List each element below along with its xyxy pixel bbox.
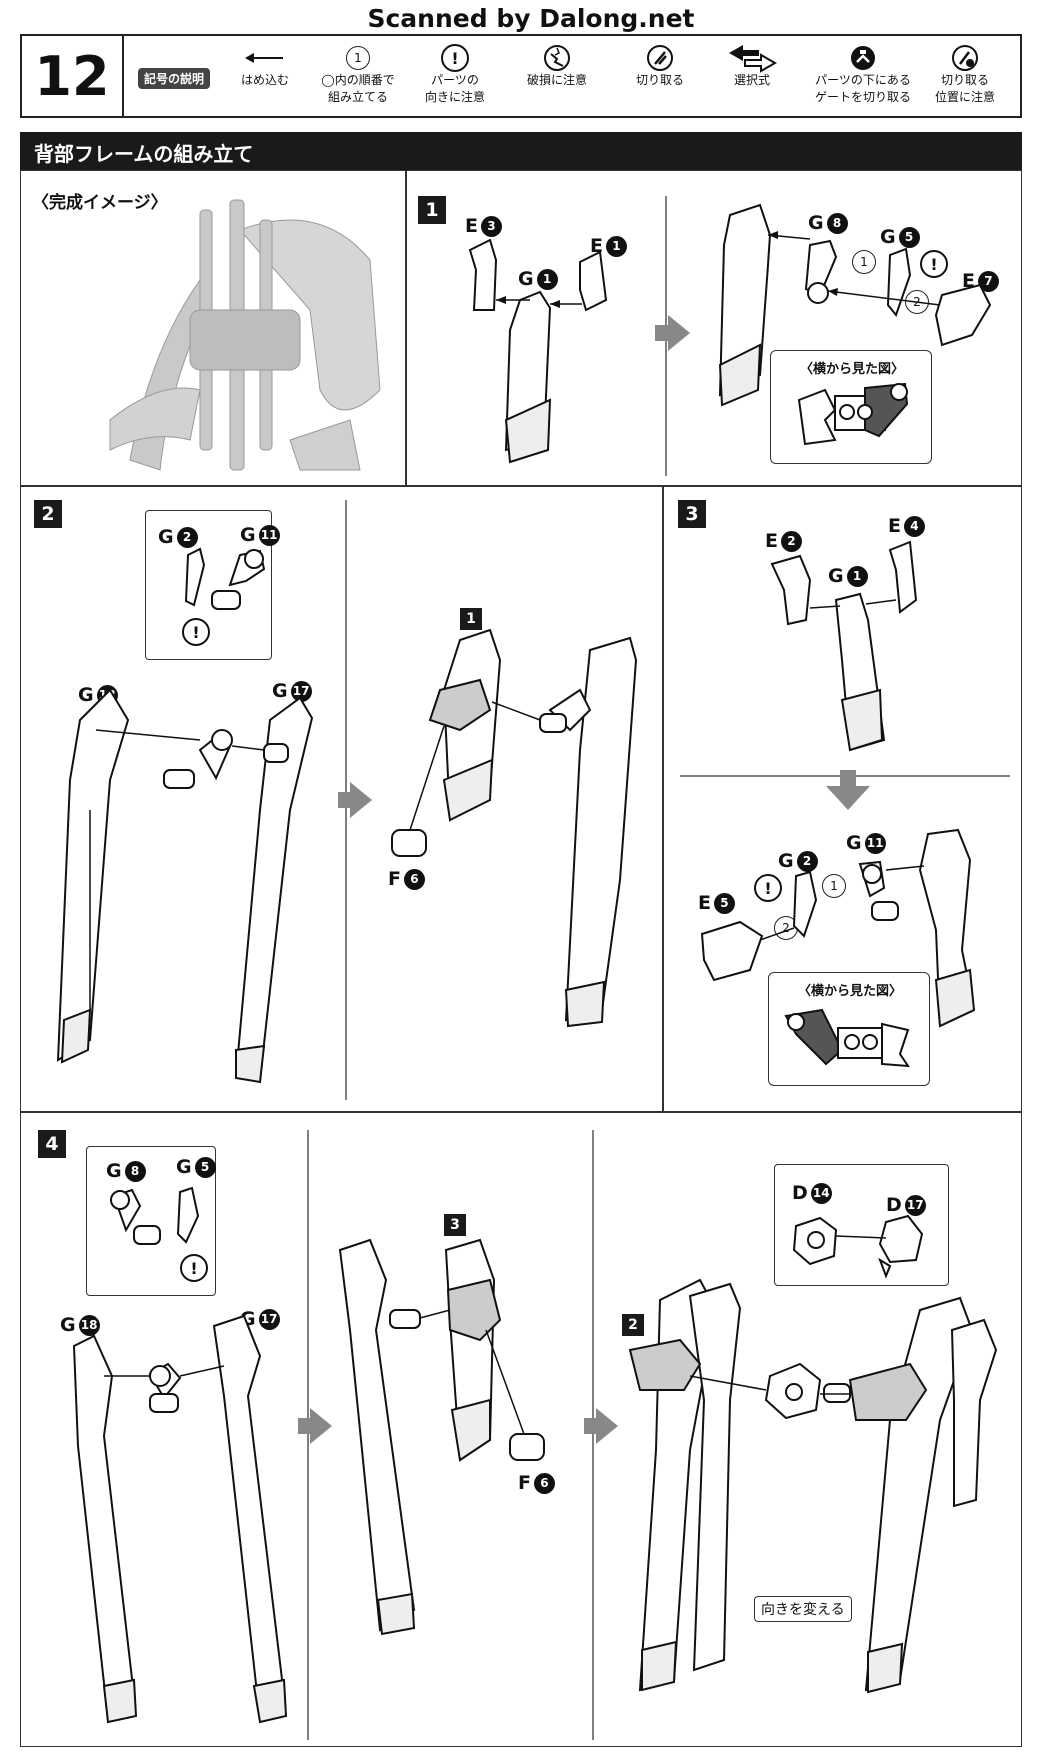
change-direction-label: 向きを変える: [754, 1596, 852, 1622]
gate-cut-icon: [805, 44, 921, 72]
step4-assembled-diagram: [338, 1238, 545, 1636]
step2-frame-diagram: [56, 688, 314, 1084]
legend-title: 記号の説明: [138, 68, 211, 89]
section-title: 背部フレームの組み立て: [20, 132, 1022, 170]
legend-label: ◯内の順番で 組み立てる: [321, 73, 395, 104]
cut-position-icon: [910, 44, 1020, 72]
side-view-label: 〈横から見た図〉: [800, 362, 905, 377]
exclamation-icon: !: [754, 874, 782, 902]
step4-joint-parts: [792, 1214, 924, 1279]
step4-callout-parts: [110, 1186, 200, 1245]
legend-item-break: 破損に注意: [502, 44, 612, 89]
legend-label: 切り取る 位置に注意: [934, 73, 995, 104]
completed-image-panel: [20, 170, 406, 486]
completed-image-illustration: [109, 199, 381, 471]
legend-item-cut-position: 切り取る 位置に注意: [910, 44, 1020, 106]
legend-item-gate: パーツの下にある ゲートを切り取る: [805, 44, 921, 106]
legend-label: パーツの 向きに注意: [424, 73, 485, 104]
down-arrow-icon: [826, 770, 870, 810]
step3-part-diagram-a: [770, 540, 918, 752]
step-arrow-icon: [584, 1418, 598, 1434]
step3-part-diagram-b: [700, 828, 976, 1028]
step1-part-diagram-a: [468, 238, 608, 464]
double-arrow-icon: [697, 44, 807, 73]
step-number: 4: [38, 1130, 66, 1158]
legend-label: パーツの下にある ゲートを切り取る: [814, 73, 911, 104]
step-arrow-icon: [338, 792, 352, 808]
cut-icon: [605, 44, 715, 72]
break-caution-icon: [502, 44, 612, 72]
step4-frame-diagram: [72, 1314, 288, 1724]
step1-part-diagram-b: [718, 203, 992, 407]
step-number: 3: [678, 500, 706, 528]
legend-label: 破損に注意: [526, 73, 587, 87]
step-arrow-icon: [298, 1418, 312, 1434]
watermark-text: Scanned by Dalong.net: [367, 4, 695, 33]
legend-label: 選択式: [733, 73, 770, 87]
legend-label: はめ込む: [240, 73, 289, 87]
exclamation-icon: !: [182, 618, 210, 646]
step-arrow-icon: [668, 315, 690, 351]
step2-panel: [20, 486, 663, 1112]
sub-step-ref: 1: [460, 608, 482, 630]
legend-item-cut: 切り取る: [605, 44, 715, 89]
step2-assembled-diagram: [391, 628, 638, 1028]
step-arrow-icon: [596, 1408, 618, 1444]
exclamation-icon: !: [920, 250, 948, 278]
legend-item-select: 選択式: [697, 44, 807, 89]
legend-label: 切り取る: [635, 73, 684, 87]
exclamation-icon: !: [441, 44, 469, 72]
step1-panel: [406, 170, 1022, 486]
step-number: 2: [34, 500, 62, 528]
step-number: 1: [418, 196, 446, 224]
side-view-illustration: [784, 1008, 910, 1068]
legend-item-direction: ! パーツの 向きに注意: [400, 44, 510, 106]
step-arrow-icon: [350, 782, 372, 818]
order-mark-1: 1: [852, 250, 876, 274]
step-arrow-icon: [310, 1408, 332, 1444]
order-mark-1: 1: [822, 874, 846, 898]
side-view-label: 〈横から見た図〉: [798, 984, 903, 999]
step3-panel: [663, 486, 1022, 1112]
legend-item-order: 1 ◯内の順番で 組み立てる: [303, 44, 413, 106]
step-divider: [592, 1130, 594, 1740]
side-view-illustration: [797, 382, 909, 446]
sub-step-ref: 2: [622, 1314, 644, 1336]
completed-image-label: 〈完成イメージ〉: [32, 193, 168, 213]
exclamation-icon: !: [180, 1254, 208, 1282]
step-divider: [307, 1130, 309, 1740]
step4-final-diagram: [628, 1278, 998, 1694]
step4-panel: [20, 1112, 1022, 1747]
legend-item-insert: はめ込む: [210, 44, 320, 89]
step2-callout-parts: [184, 547, 266, 610]
arrow-left-icon: [210, 44, 320, 72]
step-arrow-icon: [655, 325, 669, 341]
circled-number-icon: 1: [346, 46, 370, 70]
sub-step-ref: 3: [444, 1214, 466, 1236]
page-number: 12: [22, 36, 124, 116]
